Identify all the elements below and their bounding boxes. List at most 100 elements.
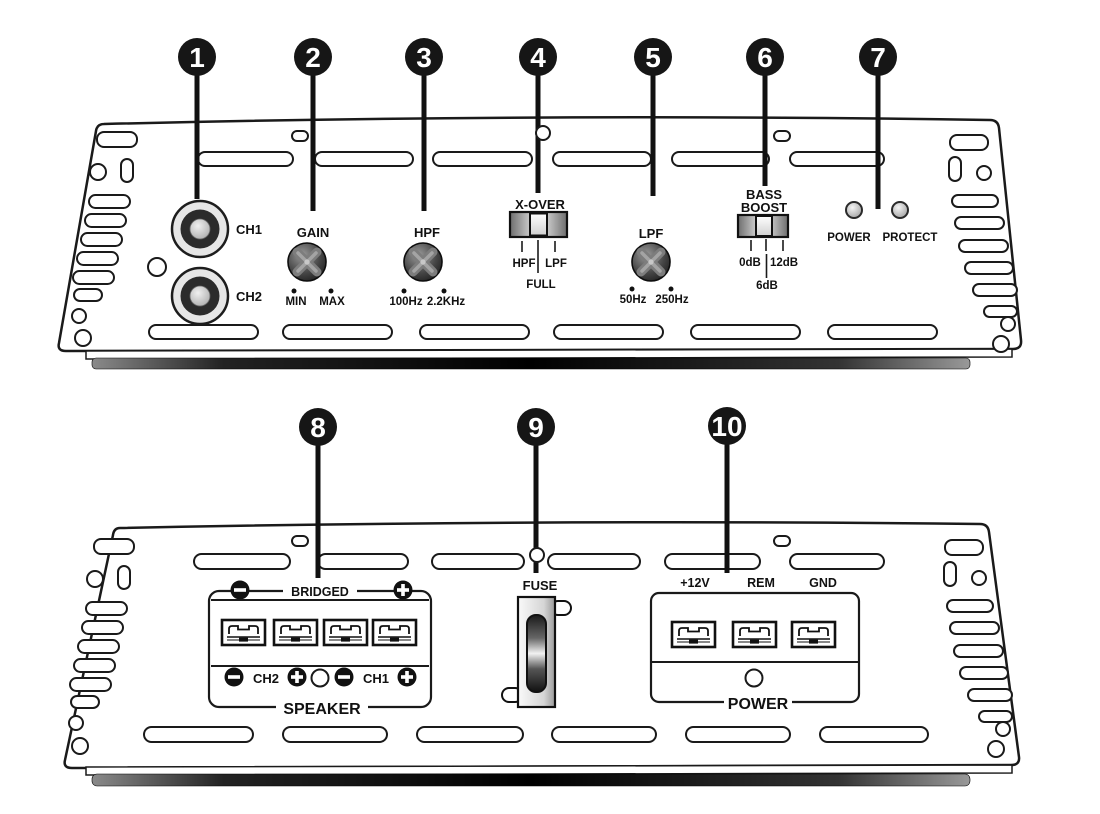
lpf-knob-icon — [632, 243, 670, 281]
ch1-minus-polarity-icon — [334, 667, 354, 687]
bass-boost-0db-label: 0dB — [739, 257, 761, 269]
power-gnd-label: GND — [809, 576, 837, 590]
gain-max-label: MAX — [319, 296, 345, 308]
xover-switch: X-OVER HPF LPF FULL — [508, 197, 569, 291]
ch2-label: CH2 — [236, 289, 262, 304]
callout-8: 8 — [299, 408, 337, 578]
speaker-terminal-block: BRIDGED CH2 CH1 SPEAKER — [207, 580, 433, 718]
rca-jack-icon — [170, 199, 230, 259]
ch2-plus-polarity-icon — [287, 667, 307, 687]
speaker-terminal-4 — [371, 618, 418, 647]
rca-input-ch2: CH2 — [170, 266, 262, 326]
rear-top-center-hole — [529, 547, 545, 563]
gain-min-label: MIN — [285, 296, 306, 308]
power-led-icon — [845, 201, 863, 219]
speaker-terminal-3 — [322, 618, 369, 647]
callout-5: 5 — [634, 38, 672, 196]
bridged-plus-polarity-icon — [393, 580, 413, 600]
protect-led-icon — [891, 201, 909, 219]
rear-vent-left — [68, 538, 135, 755]
bass-boost-switch: BASS BOOST 0dB 12dB 6dB — [736, 187, 798, 292]
speaker-terminal-1 — [220, 618, 267, 647]
bass-boost-label-line2: BOOST — [741, 200, 787, 215]
front-panel: CH1 CH2 GAIN MIN MAX HPF 100Hz 2.2KHz X-… — [57, 116, 1023, 370]
front-top-center-hole — [535, 125, 551, 141]
bridged-label: BRIDGED — [291, 585, 349, 599]
speaker-screw-hole — [310, 668, 330, 688]
power-terminal-block: +12V REM GND POWER — [649, 576, 861, 713]
speaker-terminal-2 — [272, 618, 319, 647]
fuse-window — [526, 614, 547, 693]
lpf-control: LPF 50Hz 250Hz — [620, 226, 689, 306]
callout-10: 10 — [708, 407, 746, 573]
bass-boost-6db-label: 6dB — [756, 280, 778, 292]
callout-7: 7 — [859, 38, 897, 209]
ch1-plus-polarity-icon — [397, 667, 417, 687]
callout-3: 3 — [405, 38, 443, 211]
power-screw-hole — [744, 668, 764, 688]
rear-vent-slots-bottom — [143, 726, 929, 743]
hpf-control: HPF 100Hz 2.2KHz — [389, 225, 465, 308]
indicator-leds: POWER PROTECT — [827, 201, 938, 244]
bass-boost-12db-label: 12dB — [770, 257, 798, 269]
gain-knob-icon — [288, 243, 326, 281]
callout-5-number: 5 — [645, 42, 661, 73]
xover-label: X-OVER — [515, 197, 565, 212]
rear-panel: BRIDGED CH2 CH1 SPEAKER FUSE +12V REM — [63, 520, 1021, 787]
front-base-strip — [85, 348, 1013, 360]
power-terminal-gnd — [790, 620, 837, 649]
callout-7-number: 7 — [870, 42, 886, 73]
hpf-high-label: 2.2KHz — [427, 296, 466, 308]
rear-base-strip — [85, 764, 1013, 776]
hpf-label: HPF — [414, 225, 440, 240]
callout-1-number: 1 — [189, 42, 205, 73]
callout-1: 1 — [178, 38, 216, 199]
callout-3-number: 3 — [416, 42, 432, 73]
xover-lpf-label: LPF — [545, 258, 567, 270]
bass-boost-label-line1: BASS — [746, 187, 782, 202]
power-rem-label: REM — [747, 576, 775, 590]
speaker-label: SPEAKER — [283, 701, 361, 718]
rca-input-ch1: CH1 — [170, 199, 262, 259]
power-12v-label: +12V — [680, 576, 710, 590]
front-base-bar — [91, 357, 971, 370]
callout-8-number: 8 — [310, 412, 326, 443]
lpf-label: LPF — [639, 226, 664, 241]
protect-led-label: PROTECT — [883, 232, 938, 244]
ch1-label: CH1 — [236, 222, 262, 237]
callout-4-number: 4 — [530, 42, 546, 73]
gain-label: GAIN — [297, 225, 330, 240]
bridged-minus-polarity-icon — [230, 580, 250, 600]
front-vent-slots-bottom — [148, 324, 938, 340]
rear-base-bar — [91, 773, 971, 787]
rear-vent-slots-top — [193, 535, 885, 570]
hpf-knob-icon — [404, 243, 442, 281]
ch2-minus-polarity-icon — [224, 667, 244, 687]
xover-switch-knob — [529, 212, 548, 237]
front-vent-slots-top — [197, 130, 885, 167]
speaker-ch2-label: CH2 — [253, 671, 279, 686]
xover-hpf-label: HPF — [513, 258, 536, 270]
power-label: POWER — [728, 696, 789, 713]
front-vent-right — [948, 134, 1018, 353]
fuse-label: FUSE — [523, 578, 558, 593]
xover-full-label: FULL — [526, 279, 555, 291]
gain-control: GAIN MIN MAX — [285, 225, 345, 308]
power-terminal-12v — [670, 620, 717, 649]
lpf-low-label: 50Hz — [620, 294, 647, 306]
front-vent-left — [71, 131, 138, 347]
callout-9-number: 9 — [528, 412, 544, 443]
callout-2-number: 2 — [305, 42, 321, 73]
callout-6: 6 — [746, 38, 784, 186]
rca-jack-icon — [170, 266, 230, 326]
speaker-ch1-label: CH1 — [363, 671, 389, 686]
lpf-high-label: 250Hz — [655, 294, 688, 306]
fuse-holder: FUSE — [501, 578, 572, 709]
power-led-label: POWER — [827, 232, 871, 244]
callout-2: 2 — [294, 38, 332, 211]
bass-boost-switch-knob — [755, 215, 773, 237]
screw-hole — [147, 257, 167, 277]
callout-10-number: 10 — [711, 411, 742, 442]
